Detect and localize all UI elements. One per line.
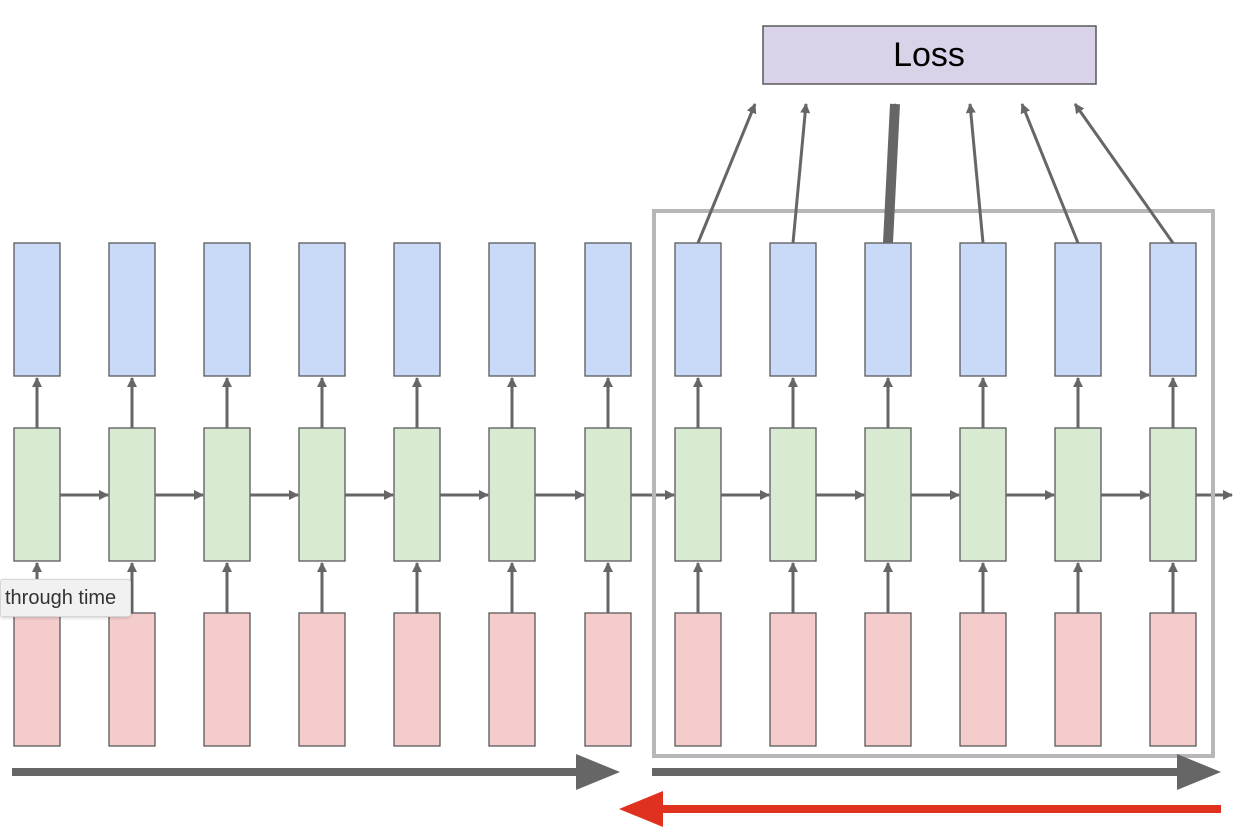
loss-label: Loss: [893, 36, 965, 74]
backward-arrow-head: [619, 791, 663, 827]
input-cell: [1054, 612, 1102, 747]
forward-arrow-past-head: [576, 754, 620, 790]
output-cell: [959, 242, 1007, 377]
hidden-cell: [393, 427, 441, 562]
output-to-loss-arrow: [1020, 103, 1080, 244]
output-cell: [13, 242, 61, 377]
output-cell: [1054, 242, 1102, 377]
input-cell: [959, 612, 1007, 747]
hidden-cell: [13, 427, 61, 562]
output-to-loss-arrow: [1073, 103, 1175, 244]
hidden-cell: [864, 427, 912, 562]
output-to-loss-arrow: [791, 103, 811, 244]
hidden-cell: [488, 427, 536, 562]
input-cell: [203, 612, 251, 747]
output-cell: [864, 242, 912, 377]
output-to-loss-arrow: [696, 103, 757, 244]
forward-arrow-window-shaft: [652, 768, 1177, 776]
output-cell: [584, 242, 632, 377]
output-cell: [1149, 242, 1197, 377]
input-cell: [108, 612, 156, 747]
hidden-cell: [769, 427, 817, 562]
output-cell: [488, 242, 536, 377]
input-cell: [674, 612, 722, 747]
input-cell: [769, 612, 817, 747]
input-cell: [1149, 612, 1197, 747]
hidden-cell: [203, 427, 251, 562]
output-to-loss-arrow: [965, 103, 985, 244]
loss-arrows: [696, 103, 1175, 244]
hidden-cell: [298, 427, 346, 562]
input-cell: [488, 612, 536, 747]
tooltip: through time: [0, 579, 132, 617]
output-cell: [203, 242, 251, 377]
time-arrows: [12, 754, 1221, 827]
truncation-window: [652, 209, 1215, 758]
output-cell: [393, 242, 441, 377]
hidden-cell: [959, 427, 1007, 562]
output-cell: [769, 242, 817, 377]
input-cell: [298, 612, 346, 747]
input-cell: [864, 612, 912, 747]
backward-arrow-shaft: [663, 805, 1221, 813]
input-cell: [584, 612, 632, 747]
hidden-cell: [674, 427, 722, 562]
input-cell: [393, 612, 441, 747]
loss-box: [762, 25, 1097, 85]
input-cell: [13, 612, 61, 747]
hidden-cell: [1149, 427, 1197, 562]
output-to-loss-arrow: [883, 103, 900, 244]
forward-arrow-past-shaft: [12, 768, 576, 776]
output-cell: [298, 242, 346, 377]
output-cell: [108, 242, 156, 377]
hidden-cell: [108, 427, 156, 562]
output-cell: [674, 242, 722, 377]
forward-arrow-window-head: [1177, 754, 1221, 790]
hidden-cell: [1054, 427, 1102, 562]
hidden-cell: [584, 427, 632, 562]
